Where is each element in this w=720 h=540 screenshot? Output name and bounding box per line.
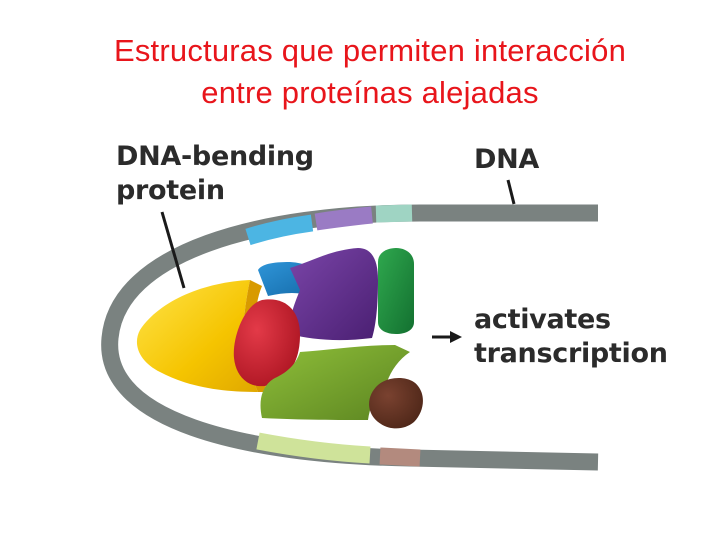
red-protein xyxy=(233,299,300,387)
dna-segment-purple xyxy=(314,206,373,231)
activates-label-line-1: activates xyxy=(474,304,611,335)
dna-label: DNA xyxy=(474,144,540,175)
activates-transcription-label: activates transcription xyxy=(474,303,668,371)
activates-label-line-2: transcription xyxy=(474,338,668,369)
green-protein xyxy=(378,248,414,334)
purple-protein xyxy=(289,248,378,341)
dna-bending-label-line-2: protein xyxy=(116,175,225,206)
dna-bending-protein-label: DNA-bending protein xyxy=(116,140,314,208)
dna-bending-protein xyxy=(136,280,258,392)
bending-protein-pointer xyxy=(160,211,186,289)
dna-segment-lightgreen xyxy=(256,432,371,464)
dna-segment-mint xyxy=(375,204,413,223)
title-line-1: Estructuras que permiten interacción xyxy=(113,33,627,68)
slide-title: Estructuras que permiten interacción ent… xyxy=(0,30,720,114)
dna-segment-cyan xyxy=(245,214,314,246)
arrow-icon xyxy=(432,331,462,343)
dna-pointer xyxy=(506,179,516,205)
dna-segment-rose xyxy=(379,447,421,467)
brown-protein xyxy=(369,378,423,429)
title-line-2: entre proteínas alejadas xyxy=(201,75,539,110)
dna-bending-label-line-1: DNA-bending xyxy=(116,141,314,172)
